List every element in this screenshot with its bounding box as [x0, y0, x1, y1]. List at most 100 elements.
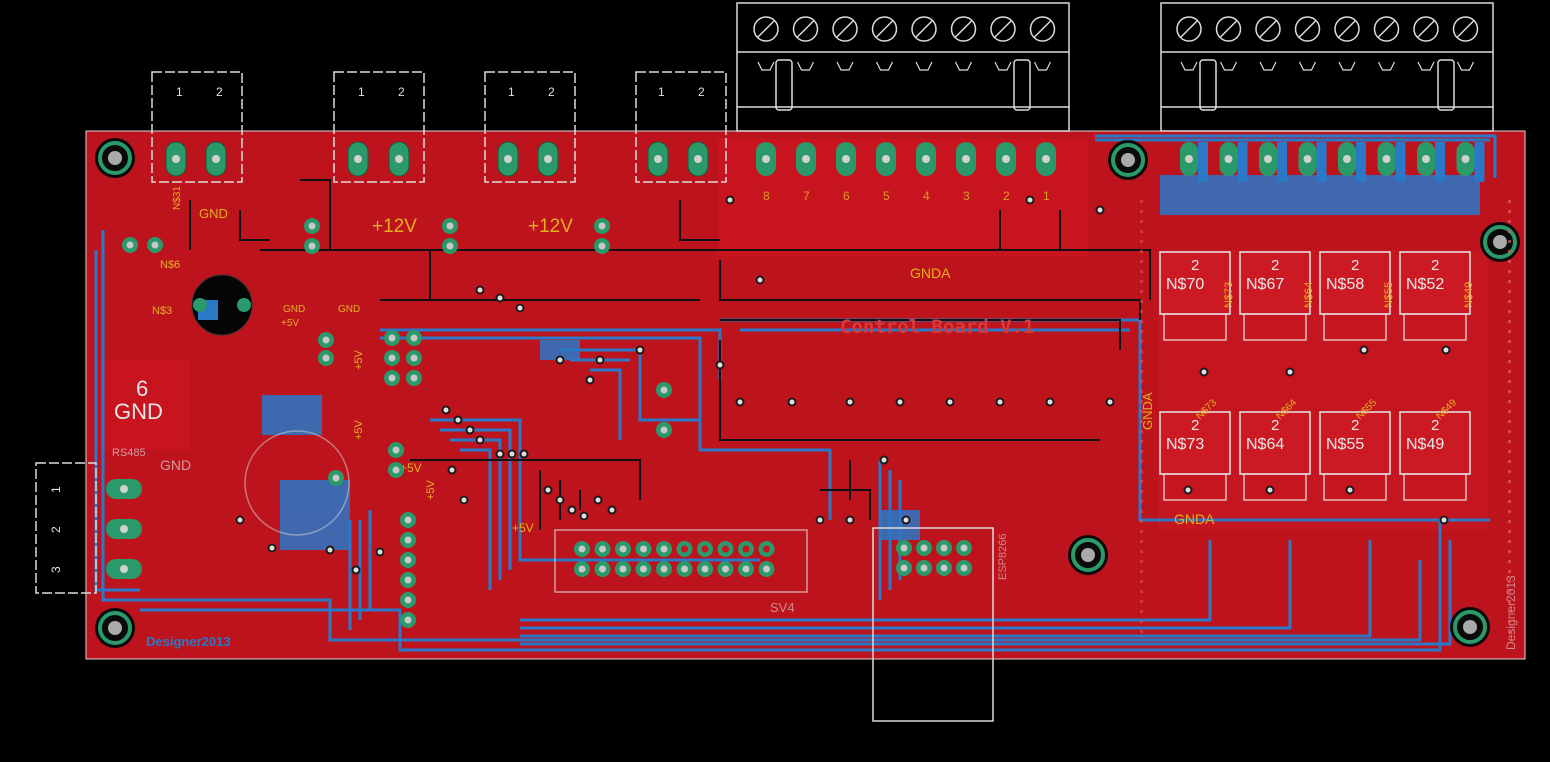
terminal-block-relay: [1160, 2, 1494, 132]
terminal-block-8: [736, 2, 1070, 132]
rail-gnda-top: GNDA: [910, 265, 951, 281]
rail-plus5-f: +5V: [425, 479, 437, 500]
rail-gnd-small: GND: [283, 304, 305, 315]
conn2-pin1: 1: [358, 85, 365, 99]
relay-bottom: 2N$55: [1319, 411, 1391, 501]
left-conn-drills: [120, 485, 128, 573]
label-rs485: RS485: [112, 447, 146, 459]
conn-outline: [484, 71, 576, 183]
crystal-outline: [244, 430, 350, 536]
rail-plus12-a: +12V: [372, 216, 417, 237]
terminal-number: 3: [963, 189, 970, 203]
side-net-label: N$64: [1303, 282, 1315, 308]
terminal-screw-icon: [871, 16, 898, 42]
relay-pin: 2: [1431, 417, 1439, 434]
rail-plus12-b: +12V: [528, 216, 573, 237]
rail-gnda-right: GNDA: [1140, 392, 1155, 430]
conn4-pin2: 2: [698, 85, 705, 99]
conn1-pin2: 2: [216, 85, 223, 99]
side-net-label: N$55: [1383, 282, 1395, 308]
terminal-screw-icon: [950, 16, 977, 42]
rail-gnd-left: GND: [160, 457, 191, 473]
terminal-screw-icon: [832, 16, 858, 42]
copper-pour-left: [100, 360, 190, 450]
top-trace-gaps: [189, 179, 1151, 530]
terminal-screw-icon: [1215, 16, 1242, 42]
relay-net: N$73: [1166, 436, 1204, 453]
label-sv4: SV4: [770, 600, 795, 615]
conn-outline: [635, 71, 727, 183]
side-net-label: N$73: [1223, 282, 1235, 308]
terminal-screw-icon: [1452, 16, 1479, 42]
sv4-outline: [554, 529, 808, 593]
small-connectors: [151, 71, 727, 183]
relay-net: N$70: [1166, 276, 1204, 293]
conn-outline: [333, 71, 425, 183]
terminal-number: 1: [1043, 189, 1050, 203]
relay-bottom: 2N$49: [1399, 411, 1471, 501]
terminal-number: 4: [923, 189, 930, 203]
terminal-screw-icon: [1029, 16, 1056, 42]
terminal-screw-icon: [990, 16, 1016, 42]
relay-bottom: 2N$73: [1159, 411, 1231, 501]
label-n31: N$31: [172, 186, 183, 210]
relay-top: 2N$58: [1319, 251, 1391, 341]
conn1-pin1: 1: [176, 85, 183, 99]
relay-net: N$52: [1406, 276, 1444, 293]
terminal-screw-icon: [1373, 16, 1400, 42]
relay-net: N$55: [1326, 436, 1364, 453]
relay-top: 2N$70: [1159, 251, 1231, 341]
relay-bottom: 2N$64: [1239, 411, 1311, 501]
board-title: Control Board V.1: [840, 316, 1034, 338]
relay-pin: 2: [1191, 257, 1199, 274]
conn3-pin1: 1: [508, 85, 515, 99]
terminal-screw-icon: [1294, 16, 1321, 42]
connector-drills: [172, 155, 702, 163]
left-connector-outline: [35, 462, 97, 594]
terminal-number: 7: [803, 189, 810, 203]
terminal-number: 5: [883, 189, 890, 203]
designer-label: Designer2013: [146, 634, 231, 649]
relay-net: N$64: [1246, 436, 1284, 453]
left-conn-pin1: 1: [49, 486, 63, 493]
rail-plus5-e: +5V: [353, 419, 365, 440]
relay-pin: 2: [1271, 257, 1279, 274]
relay-pin: 2: [1351, 257, 1359, 274]
big-gnd-num: 6: [136, 376, 148, 401]
rail-plus5-c: +5V: [512, 521, 534, 535]
conn3-pin2: 2: [548, 85, 555, 99]
terminal-number: 6: [843, 189, 850, 203]
left-conn-pin3: 3: [49, 566, 63, 573]
side-net-label: N$49: [1463, 282, 1475, 308]
label-n6: N$6: [160, 259, 180, 271]
terminal-screw-icon: [792, 16, 819, 42]
terminal-number: 8: [763, 189, 770, 203]
relay-net: N$58: [1326, 276, 1364, 293]
copper-pour-top: [718, 138, 1088, 256]
relay-pin: 2: [1351, 417, 1359, 434]
conn4-pin1: 1: [658, 85, 665, 99]
terminal-screw-icon: [1334, 16, 1360, 42]
terminal-pads-relay: [1180, 142, 1485, 182]
big-gnd-label: GND: [114, 399, 163, 424]
terminal-screw-icon: [753, 16, 779, 42]
relay-pin: 2: [1191, 417, 1199, 434]
terminal-screw-icon: [911, 16, 937, 42]
terminal-pads: [756, 142, 1056, 176]
relay-net: N$67: [1246, 276, 1284, 293]
rail-gnda-bottom: GNDA: [1174, 511, 1215, 527]
rail-plus5-a: +5V: [281, 318, 299, 329]
label-n3: N$3: [152, 305, 172, 317]
label-esp: ESP8266: [997, 534, 1009, 580]
relay-top: 2N$67: [1239, 251, 1311, 341]
terminal-screws: [753, 16, 1056, 71]
rail-plus5-b: +5V: [400, 461, 422, 475]
relay-net: N$49: [1406, 436, 1444, 453]
terminal-screw-icon: [1255, 16, 1281, 42]
left-conn-pin2: 2: [49, 526, 63, 533]
rail-gnd-top-left: GND: [199, 206, 228, 221]
terminal-screw-icon: [1413, 16, 1439, 42]
conn2-pin2: 2: [398, 85, 405, 99]
rail-plus5-d: +5V: [353, 349, 365, 370]
